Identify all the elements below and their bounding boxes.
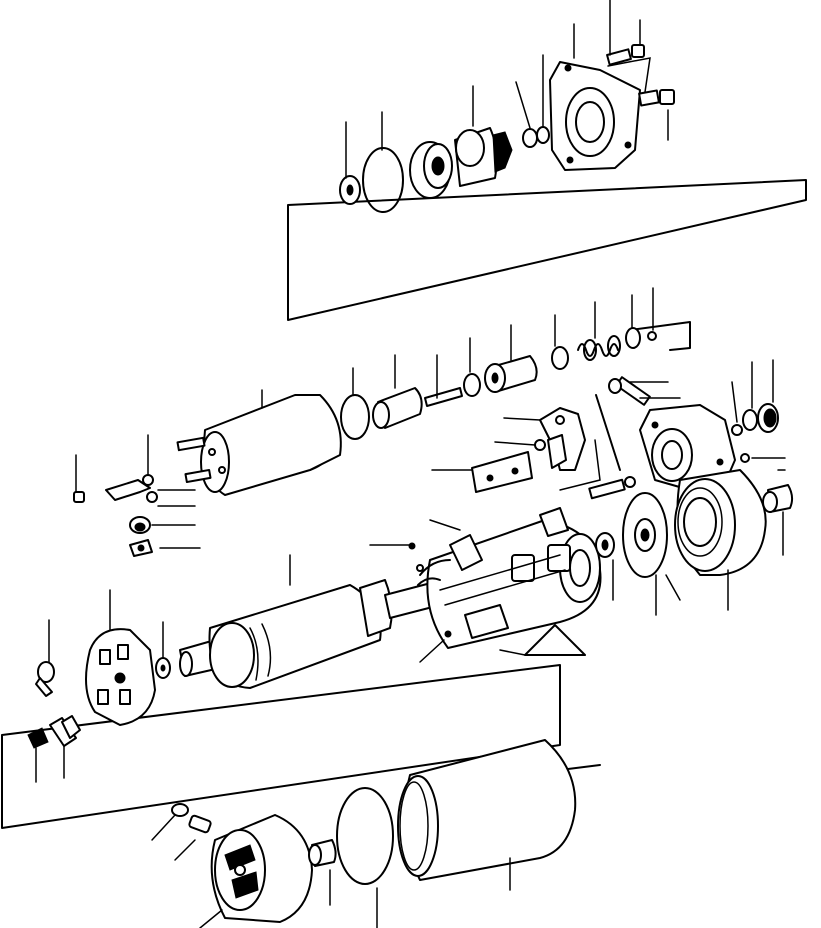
armature-brush-group	[27, 469, 794, 749]
thrust-washer	[339, 175, 361, 205]
intermediate-housing	[674, 469, 767, 576]
pinion-clutch-assembly	[409, 127, 513, 199]
snap-ring	[362, 147, 404, 213]
solenoid-o-ring	[340, 394, 370, 440]
small-nut	[731, 424, 743, 436]
leader-lines	[35, 0, 786, 928]
bolt-pin	[606, 44, 675, 107]
plunger	[372, 387, 423, 429]
end-cover-plug	[171, 803, 189, 817]
pivot-pin	[534, 439, 546, 451]
return-spring	[577, 335, 621, 361]
frame-o-ring	[336, 787, 394, 885]
bushing	[762, 484, 794, 513]
shift-lever-fork	[539, 407, 586, 471]
group-bracket-solenoid	[559, 321, 691, 491]
field-washer	[595, 532, 615, 558]
group-bracket-drive-end	[287, 179, 807, 321]
armature-washer	[155, 657, 171, 679]
bracket-pin	[588, 476, 636, 500]
housing-o-ring	[622, 492, 668, 578]
small-screw	[740, 453, 750, 463]
drive-sleeve	[484, 355, 538, 393]
shift-lever-plate	[471, 451, 533, 493]
end-cover-pin	[188, 814, 212, 834]
mounting-bracket	[639, 404, 736, 491]
end-bushing	[308, 839, 337, 867]
solenoid-group	[73, 327, 779, 557]
brush-plate	[85, 628, 156, 726]
spacer-washer	[522, 126, 550, 148]
shaft-washer	[551, 346, 569, 370]
drive-end-group	[339, 44, 675, 213]
intermediate-shaft	[424, 373, 481, 407]
direction-triangle	[499, 624, 586, 656]
carbon-brush	[27, 715, 81, 749]
yoke-frame	[397, 739, 577, 881]
commutator-end-group	[171, 739, 577, 923]
spring-washer	[625, 327, 641, 349]
commutator-end-housing	[210, 814, 313, 923]
field-leads	[408, 542, 452, 638]
bearing-seal	[757, 403, 779, 433]
terminal-strap	[73, 474, 158, 503]
terminal-nut	[129, 539, 153, 557]
solenoid-switch	[176, 394, 342, 496]
retaining-ring	[742, 409, 758, 431]
terminal-boot	[129, 516, 151, 534]
small-ball	[647, 331, 657, 341]
brush-spring	[35, 661, 55, 697]
field-coil-cage	[426, 507, 602, 649]
drive-end-housing	[549, 61, 641, 171]
